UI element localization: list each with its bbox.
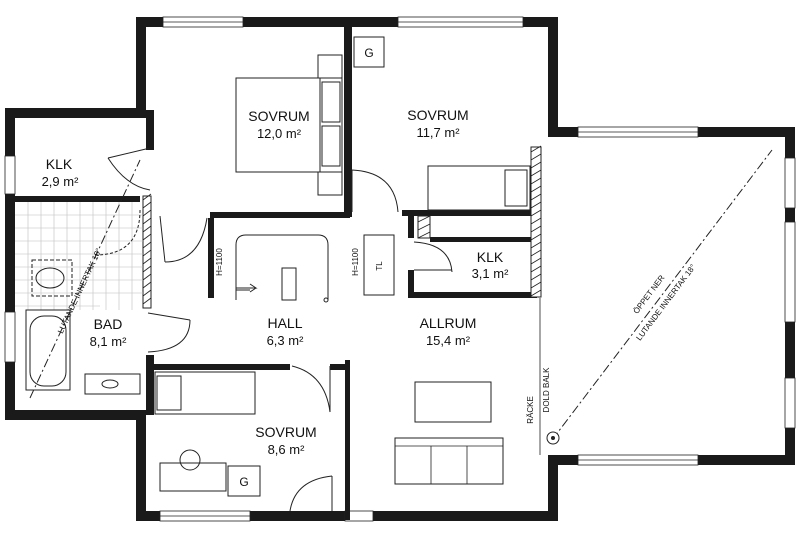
bed-sovrum-3 [154, 371, 256, 415]
room-area-sovrum-2: 11,7 m² [416, 125, 460, 140]
toilet [31, 259, 73, 297]
hatched-walls [142, 145, 542, 309]
bed-sovrum-2 [427, 165, 531, 211]
doors [107, 147, 453, 512]
ceiling-lines [29, 149, 773, 445]
label-tl: TL [375, 261, 384, 271]
wardrobe-top [353, 36, 385, 68]
label-g-bottom: G [239, 475, 248, 489]
room-name-sovrum-2: SOVRUM [407, 107, 468, 123]
label-dold-balk: DOLD BALK [542, 367, 551, 413]
label-h1100-left: H=1100 [215, 248, 224, 276]
room-area-sovrum-1: 12,0 m² [257, 126, 302, 141]
tl-box [363, 234, 395, 296]
desk-sovrum-3 [159, 449, 227, 492]
label-h1100-right: H=1100 [351, 248, 360, 276]
label-g-top: G [364, 46, 373, 60]
vanity [84, 373, 141, 395]
room-area-sovrum-3: 8,6 m² [268, 442, 306, 457]
staircase [235, 234, 329, 303]
label-racke: RÄCKE [526, 396, 535, 424]
room-name-hall: HALL [267, 315, 302, 331]
bathroom-tiles [15, 202, 143, 310]
bathtub [25, 309, 71, 391]
room-area-klk-2: 3,1 m² [472, 266, 510, 281]
allrum-table [414, 381, 492, 423]
room-name-allrum: ALLRUM [420, 315, 477, 331]
furniture [25, 36, 541, 497]
room-area-hall: 6,3 m² [267, 333, 305, 348]
wardrobe-bottom [227, 465, 261, 497]
room-name-klk-2: KLK [477, 249, 504, 265]
room-labels: SOVRUM 12,0 m² SOVRUM 11,7 m² KLK 2,9 m²… [42, 107, 510, 457]
windows [4, 16, 796, 522]
room-area-allrum: 15,4 m² [426, 333, 471, 348]
room-name-sovrum-3: SOVRUM [255, 424, 316, 440]
room-name-bad: BAD [94, 316, 123, 332]
outer-walls [5, 17, 795, 521]
bed-sovrum-1 [235, 54, 343, 196]
room-name-sovrum-1: SOVRUM [248, 108, 309, 124]
room-area-bad: 8,1 m² [90, 334, 128, 349]
allrum-sofa [394, 437, 504, 485]
shower-curve [94, 209, 141, 256]
room-area-klk-1: 2,9 m² [42, 174, 80, 189]
room-name-klk-1: KLK [46, 156, 73, 172]
